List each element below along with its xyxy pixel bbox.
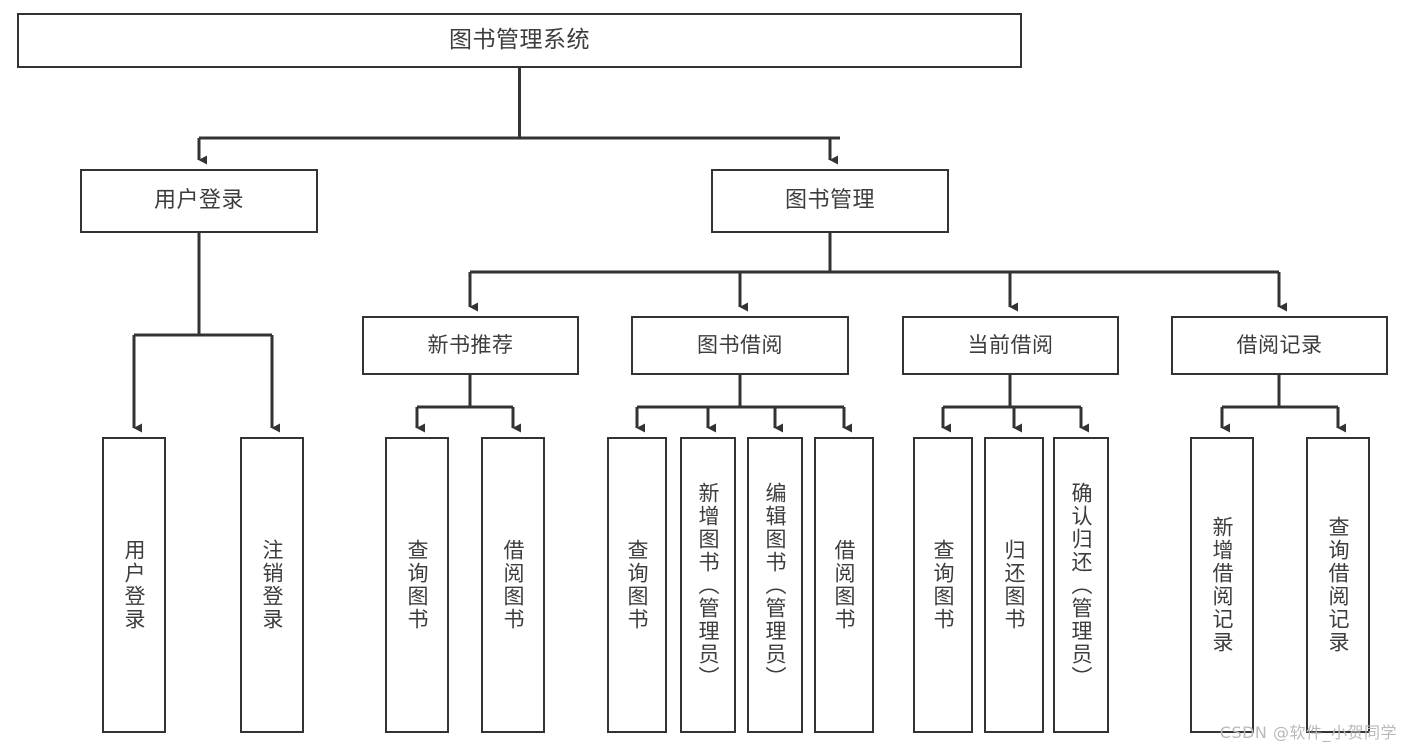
node-label: 当前借阅 — [967, 332, 1054, 357]
node-leaf-current-return-book[interactable]: 归还图书 — [984, 437, 1044, 733]
node-label: 图书管理系统 — [449, 26, 590, 53]
node-leaf-record-search[interactable]: 查询借阅记录 — [1306, 437, 1370, 733]
node-label: 查询借阅记录 — [1326, 516, 1351, 654]
node-label: 查询图书 — [931, 539, 956, 631]
node-label: 用户登录 — [122, 539, 147, 631]
node-leaf-recommend-query-book[interactable]: 查询图书 — [385, 437, 449, 733]
node-root-system[interactable]: 图书管理系统 — [17, 13, 1022, 68]
node-new-book-recommend[interactable]: 新书推荐 — [362, 316, 579, 375]
node-leaf-borrow-lend-book[interactable]: 借阅图书 — [814, 437, 874, 733]
node-user-login-module[interactable]: 用户登录 — [80, 169, 318, 233]
node-leaf-recommend-borrow-book[interactable]: 借阅图书 — [481, 437, 545, 733]
node-label: 编辑图书（管理员） — [763, 481, 788, 689]
node-label: 确认归还（管理员） — [1069, 481, 1094, 689]
node-label: 借阅记录 — [1236, 332, 1323, 357]
node-label: 查询图书 — [625, 539, 650, 631]
node-label: 注销登录 — [260, 539, 285, 631]
node-book-borrow[interactable]: 图书借阅 — [631, 316, 849, 375]
node-label: 归还图书 — [1002, 539, 1027, 631]
node-label: 图书管理 — [784, 187, 875, 213]
node-leaf-borrow-query-book[interactable]: 查询图书 — [607, 437, 667, 733]
node-leaf-user-logout[interactable]: 注销登录 — [240, 437, 304, 733]
node-label: 查询图书 — [405, 539, 430, 631]
node-book-management-module[interactable]: 图书管理 — [711, 169, 949, 233]
node-current-borrow[interactable]: 当前借阅 — [902, 316, 1119, 375]
node-leaf-borrow-edit-book-admin[interactable]: 编辑图书（管理员） — [747, 437, 803, 733]
node-label: 用户登录 — [153, 187, 244, 213]
node-label: 新增借阅记录 — [1210, 516, 1235, 654]
node-label: 借阅图书 — [501, 539, 526, 631]
node-label: 新书推荐 — [427, 332, 514, 357]
node-leaf-user-login[interactable]: 用户登录 — [102, 437, 166, 733]
node-leaf-borrow-add-book-admin[interactable]: 新增图书（管理员） — [680, 437, 736, 733]
node-label: 新增图书（管理员） — [696, 481, 721, 689]
node-label: 图书借阅 — [697, 332, 783, 357]
node-borrow-record[interactable]: 借阅记录 — [1171, 316, 1388, 375]
node-leaf-current-confirm-return-admin[interactable]: 确认归还（管理员） — [1053, 437, 1109, 733]
node-leaf-record-add[interactable]: 新增借阅记录 — [1190, 437, 1254, 733]
node-leaf-current-query-book[interactable]: 查询图书 — [913, 437, 973, 733]
node-label: 借阅图书 — [832, 539, 857, 631]
csdn-watermark: CSDN @软件_小贺同学 — [1219, 723, 1397, 742]
